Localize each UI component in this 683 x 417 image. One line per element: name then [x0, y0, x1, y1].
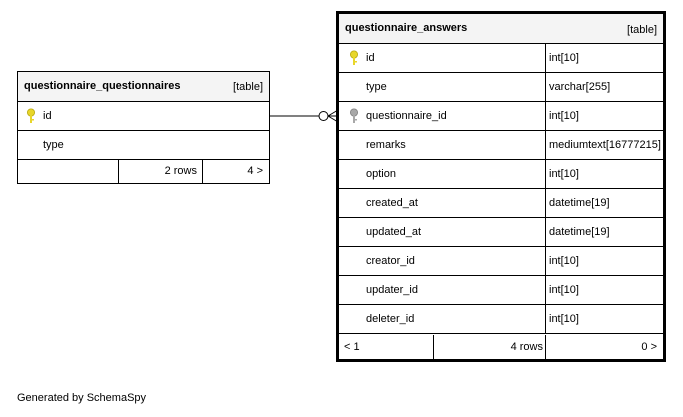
footer-right: 4 > — [247, 165, 263, 177]
column-type: datetime[19] — [549, 196, 610, 209]
column-type: int[10] — [549, 283, 579, 296]
column-name: type — [43, 138, 64, 151]
column-name: option — [366, 167, 396, 180]
column-type: varchar[255] — [549, 80, 611, 93]
column-row-updater-id[interactable]: updater_id int[10] — [339, 275, 663, 305]
many-marker — [327, 109, 339, 117]
column-name: remarks — [366, 138, 406, 151]
footer-divider — [118, 159, 119, 183]
table-header: questionnaire_questionnaires [table] — [18, 72, 269, 102]
footer-divider — [545, 335, 546, 359]
table-footer: < 1 4 rows 0 > — [339, 335, 663, 359]
generated-by-credit: Generated by SchemaSpy — [17, 392, 147, 404]
primary-key-icon — [349, 50, 359, 66]
column-row-type[interactable]: type varchar[255] — [339, 72, 663, 102]
column-name: updated_at — [366, 225, 422, 238]
footer-left: < 1 — [344, 341, 360, 353]
column-row-id[interactable]: id — [18, 101, 269, 131]
table-type-label: [table] — [627, 24, 657, 36]
column-row-remarks[interactable]: remarks mediumtext[16777215] — [339, 130, 663, 160]
column-name: creator_id — [366, 254, 415, 267]
table-questionnaire-questionnaires[interactable]: questionnaire_questionnaires [table] id … — [17, 71, 270, 184]
column-type-divider — [545, 43, 546, 333]
column-type: int[10] — [549, 312, 579, 325]
column-type: mediumtext[16777215] — [549, 138, 661, 151]
primary-key-icon — [26, 108, 36, 124]
table-name: questionnaire_answers — [345, 22, 468, 34]
column-name: created_at — [366, 196, 418, 209]
column-row-deleter-id[interactable]: deleter_id int[10] — [339, 304, 663, 334]
column-name: questionnaire_id — [366, 109, 447, 122]
column-row-type[interactable]: type — [18, 130, 269, 160]
table-name: questionnaire_questionnaires — [24, 80, 181, 92]
column-row-option[interactable]: option int[10] — [339, 159, 663, 189]
many-marker — [327, 115, 339, 123]
table-questionnaire-answers[interactable]: questionnaire_answers [table] id int[10] t… — [336, 11, 666, 362]
column-type: datetime[19] — [549, 225, 610, 238]
column-type: int[10] — [549, 167, 579, 180]
column-name: id — [43, 109, 52, 122]
table-type-label: [table] — [233, 81, 263, 93]
column-type: int[10] — [549, 254, 579, 267]
column-type: int[10] — [549, 109, 579, 122]
footer-divider — [202, 159, 203, 183]
table-footer: 2 rows 4 > — [18, 159, 269, 183]
column-type: int[10] — [549, 51, 579, 64]
footer-row-count: 2 rows — [164, 165, 197, 177]
column-row-questionnaire-id[interactable]: questionnaire_id int[10] — [339, 101, 663, 131]
footer-right: 0 > — [641, 341, 657, 353]
column-name: type — [366, 80, 387, 93]
table-header: questionnaire_answers [table] — [339, 14, 663, 44]
footer-divider — [433, 335, 434, 359]
foreign-key-icon — [349, 108, 359, 124]
footer-row-count: 4 rows — [510, 341, 543, 353]
column-name: updater_id — [366, 283, 418, 296]
column-row-created-at[interactable]: created_at datetime[19] — [339, 188, 663, 218]
column-row-id[interactable]: id int[10] — [339, 43, 663, 73]
column-row-creator-id[interactable]: creator_id int[10] — [339, 246, 663, 276]
column-row-updated-at[interactable]: updated_at datetime[19] — [339, 217, 663, 247]
optional-marker — [318, 111, 329, 121]
column-name: id — [366, 51, 375, 64]
column-name: deleter_id — [366, 312, 415, 325]
